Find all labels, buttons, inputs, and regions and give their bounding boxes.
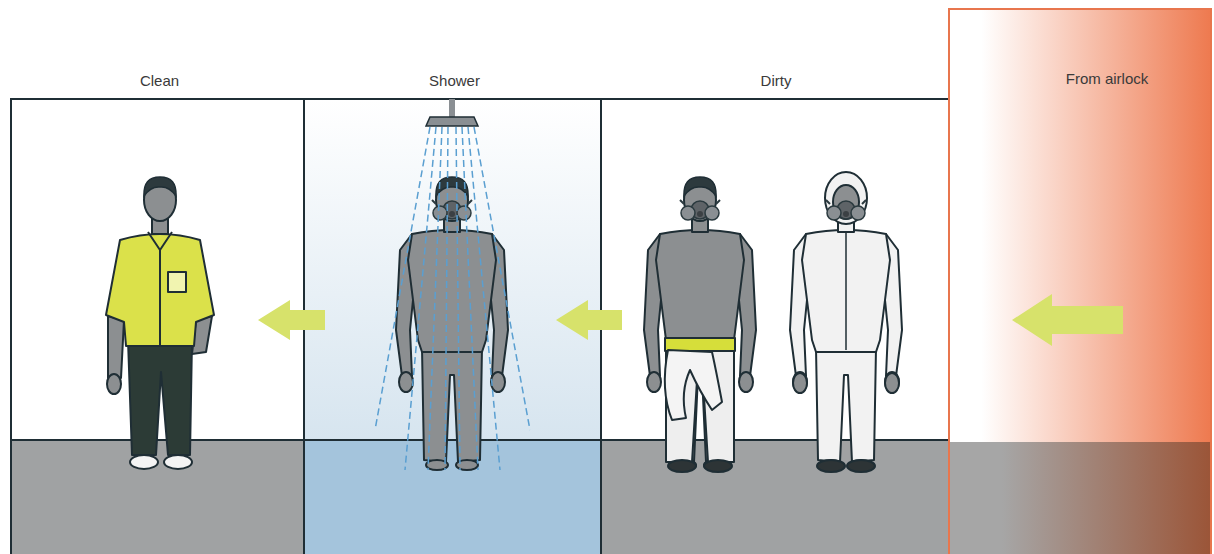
room-label: Dirty xyxy=(602,70,950,91)
room-label: Shower xyxy=(305,70,604,91)
room-label: From airlock xyxy=(1052,68,1162,89)
floor xyxy=(602,440,948,554)
room-panel: From airlock xyxy=(948,8,1212,554)
floor xyxy=(305,440,600,554)
floor xyxy=(12,440,303,554)
room-label: Clean xyxy=(12,70,307,91)
shower-pipe xyxy=(449,99,455,117)
shower-head xyxy=(426,117,478,126)
